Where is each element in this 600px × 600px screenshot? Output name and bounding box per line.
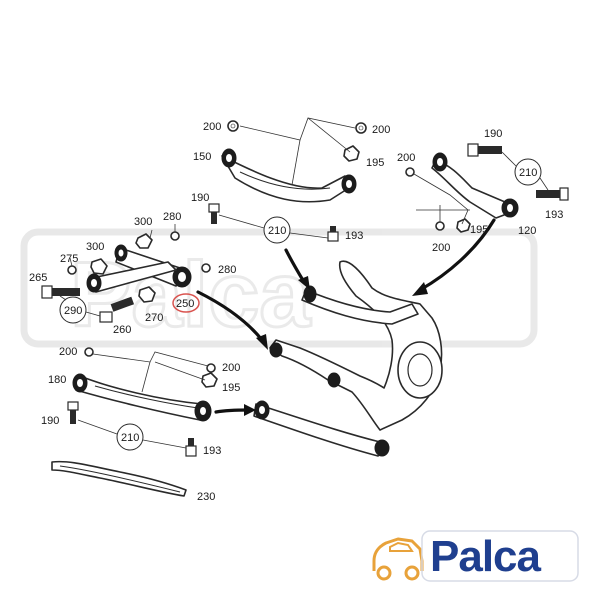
cap-280-a bbox=[170, 231, 180, 241]
label-260: 260 bbox=[113, 324, 131, 336]
callout-290 bbox=[59, 296, 87, 324]
label-150: 150 bbox=[193, 151, 211, 163]
label-195-c: 195 bbox=[470, 224, 488, 236]
eccentric-washer-300-a bbox=[135, 233, 153, 249]
label-180: 180 bbox=[48, 374, 66, 386]
callout-210-right bbox=[514, 158, 542, 186]
callout-210-center bbox=[263, 216, 291, 244]
label-210-c: 210 bbox=[121, 432, 139, 444]
label-200-d: 200 bbox=[432, 242, 450, 254]
nut-200-lower-right bbox=[435, 221, 445, 231]
label-200-c: 200 bbox=[397, 152, 415, 164]
label-200-e: 200 bbox=[59, 346, 77, 358]
washer-270 bbox=[138, 286, 156, 303]
part-labels: 200 200 150 195 190 210 193 200 190 210 … bbox=[29, 121, 563, 503]
washer-195-right bbox=[456, 218, 471, 233]
label-300-b: 300 bbox=[86, 241, 104, 253]
nut-200-lower-left bbox=[84, 347, 94, 357]
pointer-arrows bbox=[196, 218, 496, 416]
highlight-ring-250 bbox=[172, 293, 200, 313]
camber-link-270 bbox=[86, 261, 177, 293]
upper-control-arm-150 bbox=[221, 148, 357, 203]
bolt-190-lower bbox=[67, 401, 79, 424]
bolt-193-center bbox=[327, 226, 339, 242]
label-200-b: 200 bbox=[372, 124, 390, 136]
lower-thrust-arm-180 bbox=[72, 373, 212, 422]
bolt-190-center bbox=[208, 203, 220, 224]
washer-195-lower bbox=[201, 372, 218, 388]
label-193-c: 193 bbox=[203, 445, 221, 457]
bolt-190-right bbox=[467, 143, 502, 157]
washer-195-top bbox=[343, 145, 360, 162]
label-265: 265 bbox=[29, 272, 47, 284]
label-193-a: 193 bbox=[345, 230, 363, 242]
label-195-b: 195 bbox=[222, 382, 240, 394]
nut-200-lower-right-2 bbox=[206, 363, 216, 373]
bolt-193-right bbox=[536, 187, 569, 201]
upper-arm-120 bbox=[431, 152, 519, 219]
car-outline-icon bbox=[372, 537, 424, 581]
callout-210-lower bbox=[116, 423, 144, 451]
label-200-a: 200 bbox=[203, 121, 221, 133]
label-290: 290 bbox=[64, 305, 82, 317]
label-210-a: 210 bbox=[268, 225, 286, 237]
label-120: 120 bbox=[518, 225, 536, 237]
label-230: 230 bbox=[197, 491, 215, 503]
cap-280-b bbox=[201, 263, 211, 273]
label-195-a: 195 bbox=[366, 157, 384, 169]
bolt-265 bbox=[41, 285, 80, 299]
palca-logo: Palca bbox=[372, 530, 579, 582]
label-270: 270 bbox=[145, 312, 163, 324]
bolt-260 bbox=[99, 296, 135, 323]
label-210-b: 210 bbox=[519, 167, 537, 179]
label-190-a: 190 bbox=[191, 192, 209, 204]
label-190-b: 190 bbox=[484, 128, 502, 140]
eccentric-washer-300-b bbox=[90, 258, 108, 275]
label-280-b: 280 bbox=[218, 264, 236, 276]
label-193-b: 193 bbox=[545, 209, 563, 221]
label-280-a: 280 bbox=[163, 211, 181, 223]
label-190-c: 190 bbox=[41, 415, 59, 427]
bolt-193-lower bbox=[185, 438, 197, 457]
wheel-carrier-assembly bbox=[253, 260, 443, 457]
label-300-a: 300 bbox=[134, 216, 152, 228]
cover-plate-230 bbox=[51, 460, 187, 497]
label-250: 250 bbox=[176, 298, 194, 310]
label-200-f: 200 bbox=[222, 362, 240, 374]
nut-200-right bbox=[355, 122, 367, 134]
label-275: 275 bbox=[60, 253, 78, 265]
nut-275 bbox=[67, 265, 77, 275]
nut-200-left bbox=[227, 120, 239, 132]
nut-200-upper-right bbox=[405, 167, 415, 177]
brand-name: Palca bbox=[430, 532, 542, 581]
